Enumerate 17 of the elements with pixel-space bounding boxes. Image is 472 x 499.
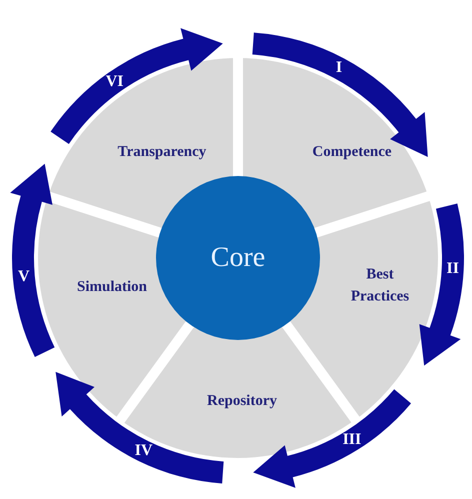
segment-label: Repository (206, 392, 278, 412)
segment-label: Transparency (116, 143, 208, 162)
cycle-arrow (10, 164, 55, 358)
edge-label: I (336, 60, 342, 76)
edge-label: II (446, 261, 459, 278)
edge-label: V (18, 268, 30, 285)
edge-label: III (342, 432, 362, 448)
segment-label: Competence (311, 143, 393, 162)
cycle-arrow (50, 28, 223, 144)
edge-label: IV (134, 443, 153, 460)
edge-label: VI (106, 74, 124, 90)
cycle-arrow (253, 389, 412, 488)
segment-label: Best Practices (350, 265, 410, 306)
cycle-arrow (419, 203, 464, 366)
cycle-arrow (56, 372, 224, 484)
cycle-arrow (252, 32, 428, 158)
segment-label: Simulation (76, 278, 148, 298)
